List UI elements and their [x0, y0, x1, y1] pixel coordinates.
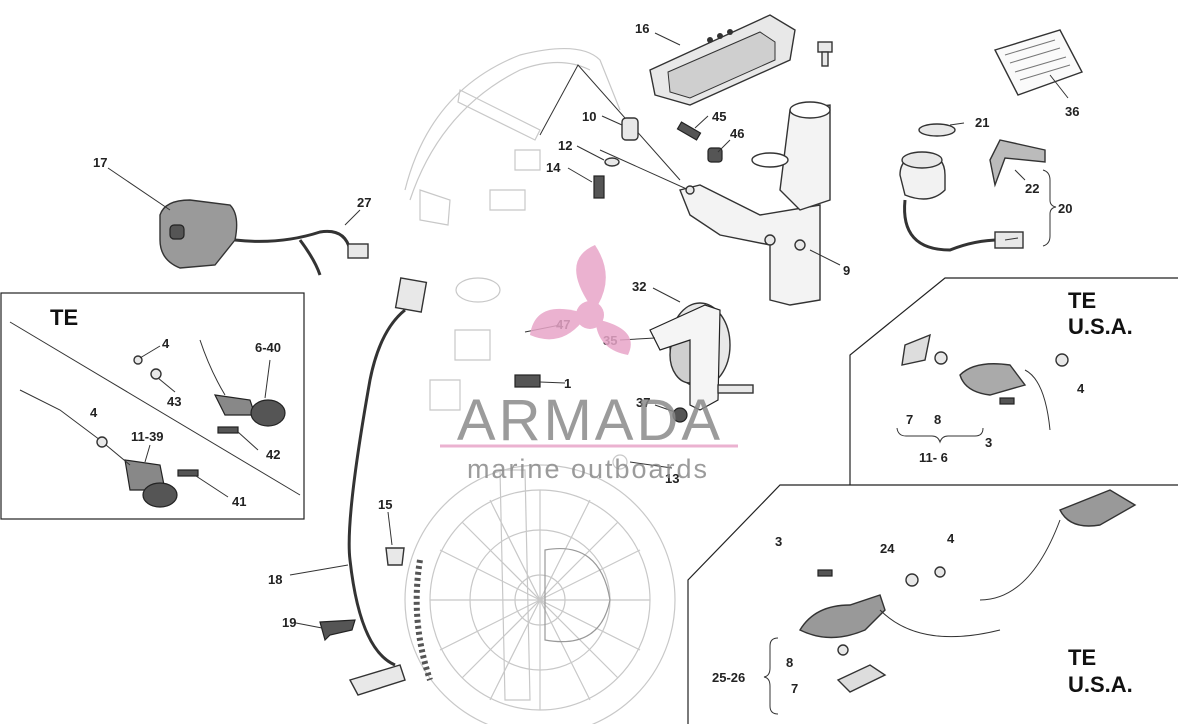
te-usa-bottom-box — [687, 484, 1178, 724]
callout-25-26: 25-26 — [712, 670, 745, 685]
callout-4-left-a: 4 — [162, 336, 170, 351]
callout-36: 36 — [1065, 104, 1079, 119]
callout-8-top: 8 — [934, 412, 941, 427]
callout-8-bottom: 8 — [786, 655, 793, 670]
callout-3-bottom: 3 — [775, 534, 782, 549]
armada-watermark: ARMADA marine outboards — [440, 245, 738, 484]
callout-18: 18 — [268, 572, 282, 587]
callout-24-bottom: 24 — [880, 541, 895, 556]
callout-10: 10 — [582, 109, 596, 124]
callout-20: 20 — [1058, 201, 1072, 216]
callout-4-bottom: 4 — [947, 531, 955, 546]
bolt-icon — [817, 41, 833, 67]
watermark-tagline: marine outboards — [467, 454, 709, 484]
ghost-background — [404, 48, 676, 724]
callout-22: 22 — [1025, 181, 1039, 196]
callout-4-top: 4 — [1077, 381, 1085, 396]
callout-12: 12 — [558, 138, 572, 153]
callout-13: 13 — [665, 471, 679, 486]
handlebar-switch — [159, 199, 369, 276]
ignition-switch — [899, 123, 1046, 252]
callout-11-6: 11- 6 — [919, 450, 948, 465]
te-usa-bottom-line1: TE — [1068, 645, 1096, 670]
braces — [763, 169, 1057, 715]
callout-17: 17 — [93, 155, 107, 170]
callout-labels: 16 10 12 14 45 46 17 27 9 32 35 47 1 37 … — [50, 21, 1133, 697]
te-usa-bottom-line2: U.S.A. — [1068, 672, 1133, 697]
callout-42: 42 — [266, 447, 280, 462]
callout-45: 45 — [712, 109, 726, 124]
callout-14: 14 — [546, 160, 561, 175]
callout-43: 43 — [167, 394, 181, 409]
callout-3-top: 3 — [985, 435, 992, 450]
callout-15: 15 — [378, 497, 392, 512]
speedometer-cable — [347, 277, 428, 696]
te-usa-top-box — [849, 277, 1178, 485]
callout-9: 9 — [843, 263, 850, 278]
callout-19: 19 — [282, 615, 296, 630]
horn — [649, 302, 754, 423]
te-left-title: TE — [50, 305, 78, 330]
te-left-box — [0, 292, 305, 520]
callout-21: 21 — [975, 115, 989, 130]
callout-27: 27 — [357, 195, 371, 210]
watermark-brand: ARMADA — [457, 388, 723, 453]
callout-16: 16 — [635, 21, 649, 36]
callout-4-left-b: 4 — [90, 405, 98, 420]
te-usa-top-line2: U.S.A. — [1068, 314, 1133, 339]
owners-manual — [993, 29, 1083, 96]
te-usa-top-line1: TE — [1068, 288, 1096, 313]
callout-41: 41 — [232, 494, 246, 509]
callout-46: 46 — [730, 126, 744, 141]
callout-7-bottom: 7 — [791, 681, 798, 696]
callout-11-39: 11-39 — [131, 429, 164, 444]
propeller-logo-icon — [530, 245, 631, 355]
grommet — [319, 547, 405, 642]
relay-block — [514, 374, 628, 470]
callout-37: 37 — [636, 395, 650, 410]
callout-6-40: 6-40 — [255, 340, 281, 355]
bracket-assembly — [539, 64, 831, 306]
callout-1: 1 — [564, 376, 571, 391]
callout-32: 32 — [632, 279, 646, 294]
instrument-cluster — [649, 14, 796, 106]
callout-7-top: 7 — [906, 412, 913, 427]
